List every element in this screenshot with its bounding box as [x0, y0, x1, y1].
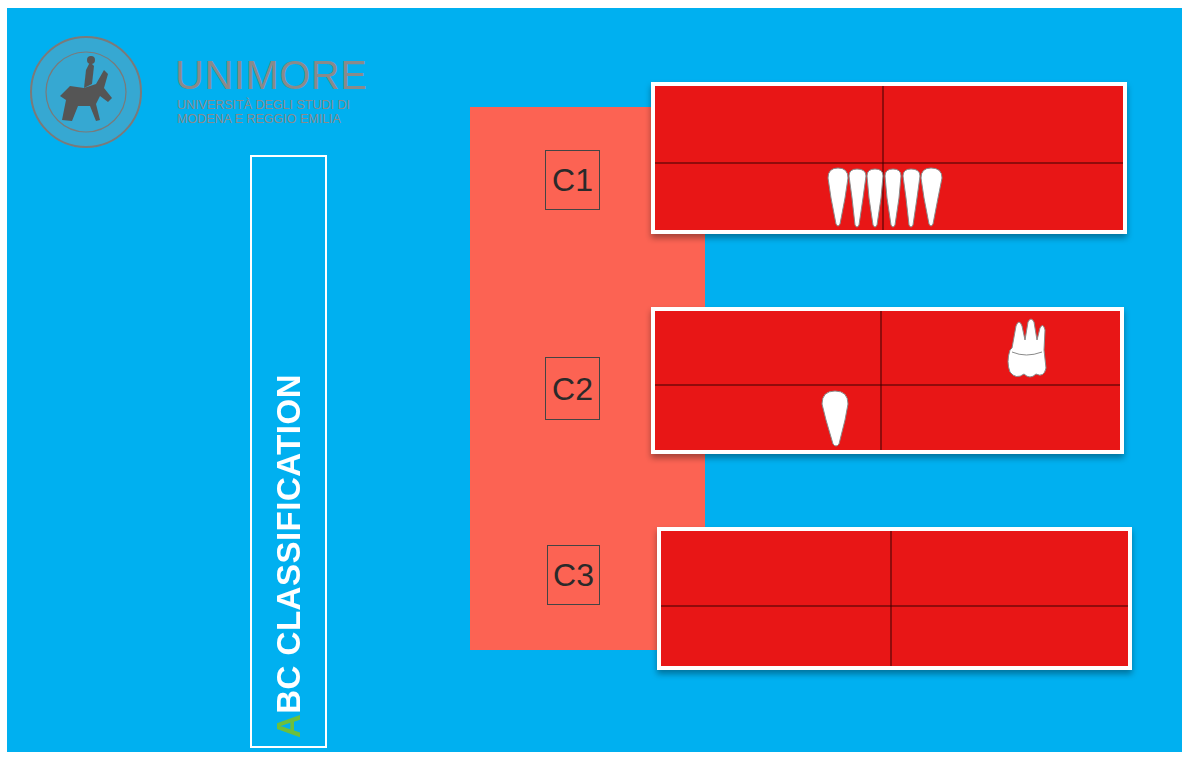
logo-subtitle: UNIVERSITÀ DEGLI STUDI DI MODENA E REGGI… [177, 99, 372, 127]
teeth [822, 319, 1046, 446]
dental-chart [653, 309, 1122, 452]
title-box: ABC CLASSIFICATION [250, 155, 327, 748]
teeth [828, 168, 942, 227]
class-box: C3 [547, 545, 600, 605]
class-box: C1 [545, 150, 600, 210]
logo-wordmark: UNIMORE [175, 55, 367, 95]
background [7, 8, 1182, 752]
class-label: C1 [552, 164, 593, 196]
class-box: C2 [545, 357, 600, 420]
class-label: C3 [553, 559, 594, 591]
dental-chart [659, 529, 1130, 668]
university-seal [30, 36, 142, 148]
class-label: C2 [552, 373, 593, 405]
title-text: ABC CLASSIFICATION [270, 374, 308, 738]
dental-chart [653, 84, 1125, 232]
